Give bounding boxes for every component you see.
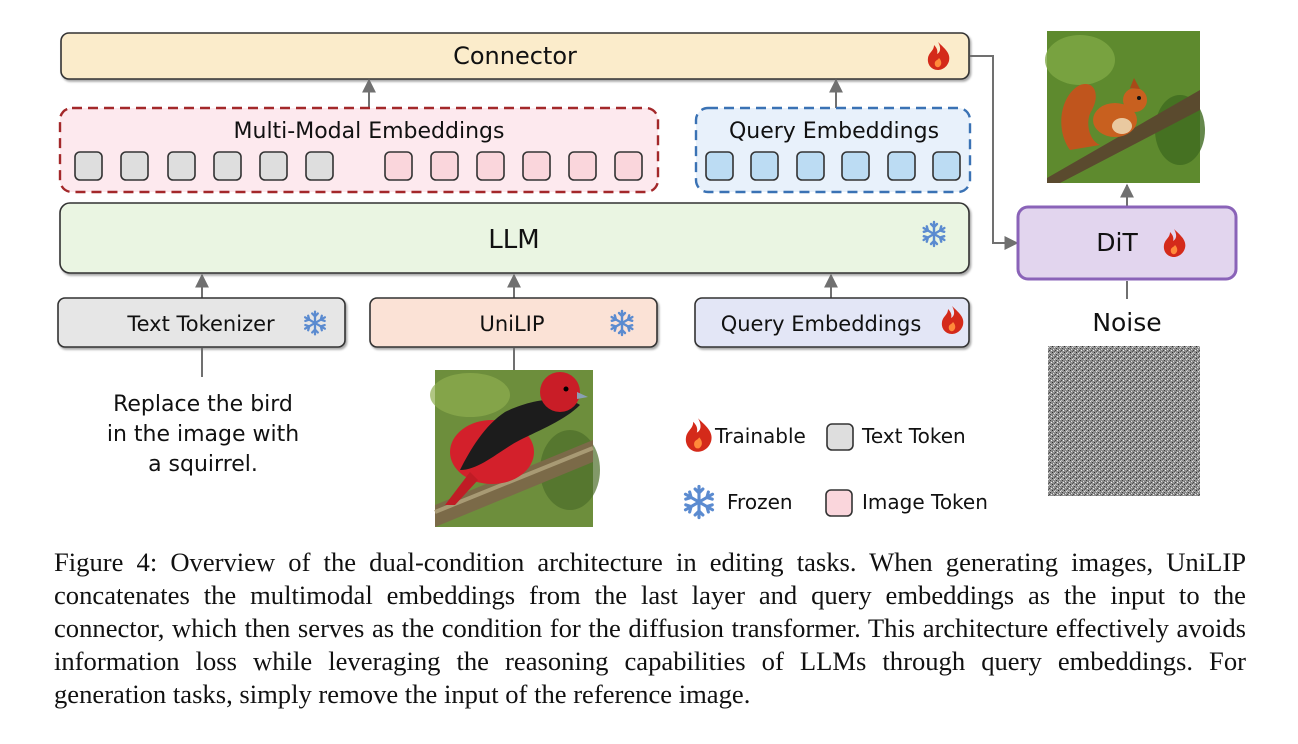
flame-icon [685,418,712,452]
llm-box: LLM [59,202,970,274]
unilip-label: UniLIP [479,312,544,336]
multimodal-embeddings-box: Multi-Modal Embeddings [58,106,660,194]
instruction-line: in the image with [107,422,299,447]
text-tokenizer-label: Text Tokenizer [126,312,275,336]
noise-image [1048,346,1200,496]
dit-label: DiT [1096,228,1138,257]
legend-image-token-swatch [825,489,853,517]
image-token-row [384,151,643,181]
query-token [841,151,870,181]
text-token-row [74,151,334,181]
query-token [887,151,916,181]
multimodal-label: Multi-Modal Embeddings [234,119,505,144]
text-token [167,151,196,181]
connector-box: Connector [60,32,970,80]
text-token [305,151,334,181]
connector-label: Connector [453,42,577,70]
snowflake-icon [683,484,715,520]
image-token [568,151,597,181]
query-embeddings-bottom-box: Query Embeddings [694,297,970,348]
output-squirrel-image [1045,31,1205,183]
text-token [259,151,288,181]
text-token [213,151,242,181]
image-token [384,151,413,181]
instruction-line: a squirrel. [148,452,258,477]
text-tokenizer-box: Text Tokenizer [57,297,346,348]
legend-text-token-label: Text Token [861,424,966,448]
arrow-connector-to-dit [970,55,1019,250]
query-token [750,151,779,181]
legend-text-token-swatch [826,423,854,451]
query-embeddings-top-box: Query Embeddings [694,106,972,194]
architecture-diagram: Connector Multi-Modal Embeddings Query E… [57,31,1238,527]
legend-frozen-label: Frozen [727,490,793,514]
instruction-line: Replace the bird [113,392,293,417]
text-token [120,151,149,181]
query-token [705,151,734,181]
unilip-box: UniLIP [369,297,658,348]
dit-box: DiT [1016,205,1238,281]
reference-bird-image [430,370,600,527]
query-token [932,151,961,181]
image-token [430,151,459,181]
legend: Trainable Text Token Frozen Image Token [683,418,988,520]
query-token [796,151,825,181]
text-token [74,151,103,181]
query-top-label: Query Embeddings [729,119,939,144]
image-token [614,151,643,181]
llm-label: LLM [488,225,539,255]
legend-image-token-label: Image Token [862,490,988,514]
figure-caption: Figure 4: Overview of the dual-condition… [54,547,1246,709]
image-token [476,151,505,181]
instruction-text: Replace the bird in the image with a squ… [107,392,299,477]
noise-label: Noise [1092,308,1161,337]
query-bottom-label: Query Embeddings [721,312,922,336]
image-token [522,151,551,181]
legend-trainable-label: Trainable [714,424,806,448]
